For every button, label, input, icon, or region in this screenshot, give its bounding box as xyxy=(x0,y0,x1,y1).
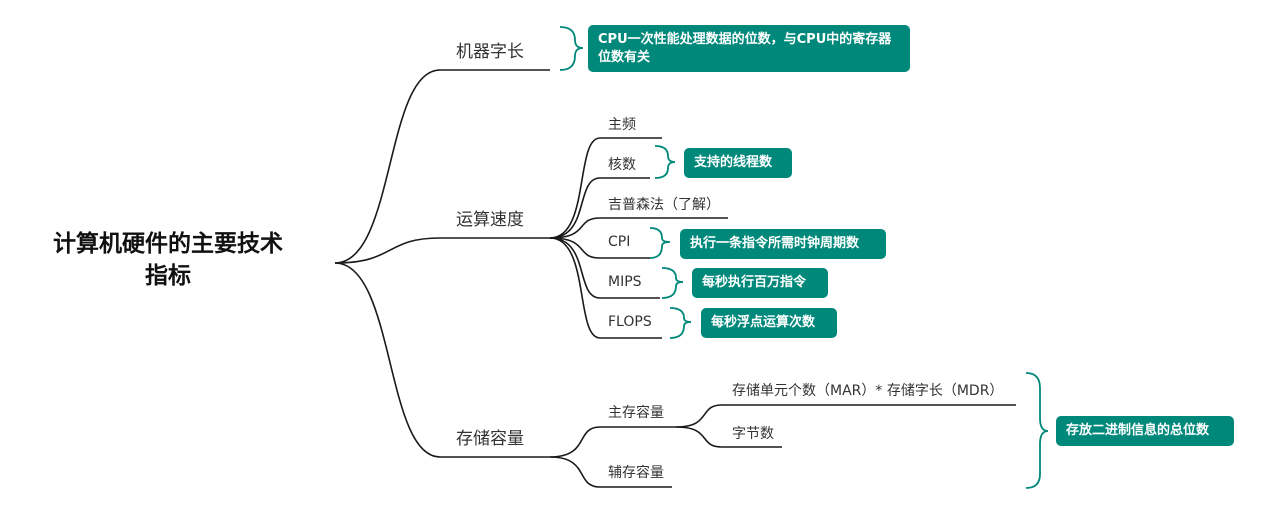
note-word-length: CPU一次性能处理数据的位数，与CPU中的寄存器位数有关 xyxy=(588,25,910,72)
note-cpi: 执行一条指令所需时钟周期数 xyxy=(680,229,886,259)
topic-flops[interactable]: FLOPS xyxy=(608,314,652,330)
topic-storage-units[interactable]: 存储单元个数（MAR）* 存储字长（MDR） xyxy=(732,383,1004,399)
topic-aux-memory[interactable]: 辅存容量 xyxy=(608,465,664,481)
connector-speed-gibson xyxy=(549,217,728,239)
topic-bytes[interactable]: 字节数 xyxy=(732,426,774,442)
bracket-cores xyxy=(654,145,676,179)
topic-gibson[interactable]: 吉普森法（了解） xyxy=(608,197,720,213)
note-cores: 支持的线程数 xyxy=(684,148,792,178)
connector-speed-cpi xyxy=(549,237,650,259)
topic-word-length[interactable]: 机器字长 xyxy=(456,42,524,62)
topic-capacity[interactable]: 存储容量 xyxy=(456,429,524,449)
connector-main-units xyxy=(675,404,1016,428)
topic-freq[interactable]: 主频 xyxy=(608,117,636,133)
connector-root-speed xyxy=(334,237,550,264)
root-title-line2: 指标 xyxy=(145,263,191,289)
note-main-memory: 存放二进制信息的总位数 xyxy=(1056,416,1234,446)
connector-speed-flops xyxy=(549,237,662,339)
bracket-cpi xyxy=(649,227,671,259)
connector-capacity-aux xyxy=(549,456,672,488)
topic-cpi[interactable]: CPI xyxy=(608,234,631,250)
note-flops: 每秒浮点运算次数 xyxy=(701,308,837,338)
connector-speed-mips xyxy=(549,237,660,299)
topic-speed[interactable]: 运算速度 xyxy=(456,210,524,230)
connector-root-word-length xyxy=(334,69,550,264)
connector-root-capacity xyxy=(334,262,550,458)
bracket-mips xyxy=(661,267,684,299)
connector-main-bytes xyxy=(675,426,782,448)
topic-mips[interactable]: MIPS xyxy=(608,274,642,290)
topic-main-memory[interactable]: 主存容量 xyxy=(608,405,664,421)
bracket-flops xyxy=(669,307,692,339)
root-title-line1: 计算机硬件的主要技术 xyxy=(53,231,283,257)
topic-cores[interactable]: 核数 xyxy=(608,157,636,173)
connector-speed-cores xyxy=(549,177,650,239)
connector-capacity-main xyxy=(549,426,676,458)
root-topic[interactable]: 计算机硬件的主要技术 指标 xyxy=(18,228,318,292)
bracket-word-length xyxy=(559,26,584,71)
connector-speed-freq xyxy=(549,137,662,239)
note-mips: 每秒执行百万指令 xyxy=(692,268,828,298)
bracket-main-memory xyxy=(1025,372,1049,489)
